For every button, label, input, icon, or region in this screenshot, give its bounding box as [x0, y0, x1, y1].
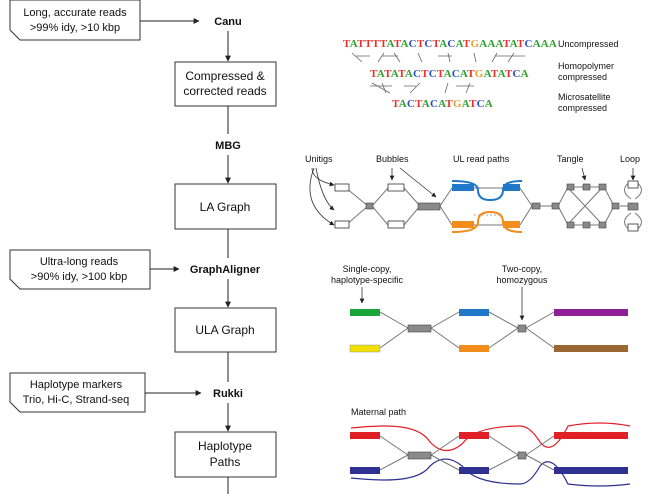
output-haplotype-line1: Haplotype — [198, 439, 252, 453]
input-ultra-long-line1: Ultra-long reads — [40, 256, 119, 268]
output-compressed-line2: corrected reads — [183, 84, 266, 98]
output-ula-graph: ULA Graph — [195, 323, 254, 337]
input-box-haplotype-markers — [9, 372, 146, 413]
graph-features-panel: Unitigs Bubbles UL read paths Tangle Loo… — [305, 154, 642, 233]
label-single-copy-2: haplotype-specific — [331, 275, 404, 285]
ula-graph-panel: Single-copy, haplotype-specific Two-copy… — [331, 264, 628, 353]
tool-graphaligner: GraphAligner — [190, 264, 261, 276]
tool-rukki: Rukki — [213, 388, 243, 400]
compression-panel: TATTTTATACTCTACATGAAATATCAAA TATATACTCTA… — [343, 38, 619, 113]
label-two-copy-1: Two-copy, — [502, 264, 542, 274]
sequence-microsatellite: TACTACATGATCA — [392, 98, 493, 110]
label-microsatellite-2: compressed — [558, 103, 607, 113]
output-box-ula-graph — [174, 307, 277, 353]
label-bubbles: Bubbles — [376, 154, 409, 164]
input-box-ultra-long-reads — [9, 249, 151, 290]
tool-canu: Canu — [214, 16, 242, 28]
label-homopolymer-2: compressed — [558, 72, 607, 82]
input-haplotype-line2: Trio, Hi-C, Strand-seq — [23, 394, 130, 406]
pipeline: Long, accurate reads >99% idy, >10 kbp U… — [9, 0, 277, 494]
label-unitigs: Unitigs — [305, 154, 333, 164]
haplotype-paths-panel: Maternal path — [350, 407, 631, 487]
sequence-homopolymer: TATATACTCTACATGATATCA — [370, 68, 529, 80]
output-box-haplotype-paths — [174, 431, 277, 478]
output-compressed-line1: Compressed & — [185, 69, 264, 83]
label-uncompressed: Uncompressed — [558, 39, 619, 49]
input-long-reads-line1: Long, accurate reads — [23, 7, 127, 19]
label-homopolymer-1: Homopolymer — [558, 61, 614, 71]
output-box-la-graph — [174, 183, 277, 230]
input-long-reads-line2: >99% idy, >10 kbp — [30, 22, 120, 34]
output-box-compressed-reads — [174, 61, 277, 107]
label-maternal-path: Maternal path — [351, 407, 406, 417]
output-la-graph: LA Graph — [200, 200, 251, 214]
label-single-copy-1: Single-copy, — [343, 264, 392, 274]
input-ultra-long-line2: >90% idy, >100 kbp — [31, 271, 127, 283]
label-ul-read-paths: UL read paths — [453, 154, 510, 164]
input-box-long-reads — [9, 0, 141, 41]
output-haplotype-line2: Paths — [210, 455, 241, 469]
tool-mbg: MBG — [215, 140, 241, 152]
sequence-uncompressed: TATTTTATACTCTACATGAAATATCAAA — [343, 38, 557, 50]
input-haplotype-line1: Haplotype markers — [30, 379, 123, 391]
label-two-copy-2: homozygous — [496, 275, 548, 285]
label-loop: Loop — [620, 154, 640, 164]
label-microsatellite-1: Microsatellite — [558, 92, 611, 102]
label-tangle: Tangle — [557, 154, 584, 164]
